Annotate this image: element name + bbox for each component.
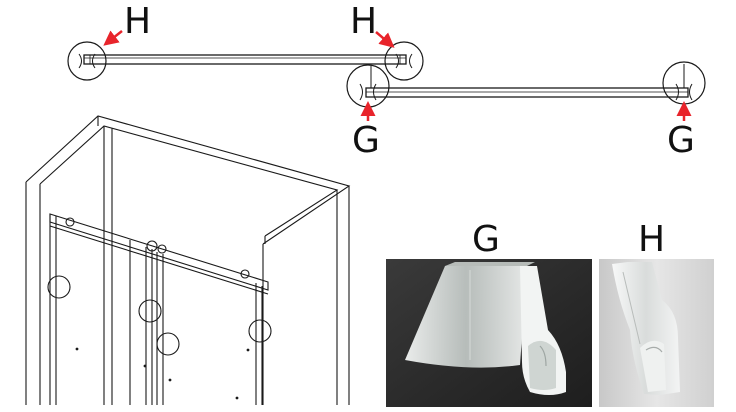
h-right-seal-icon [395, 53, 413, 69]
h-right-label: H [350, 1, 378, 42]
g-right-label: G [667, 120, 695, 161]
g-left-detail-circle [346, 64, 390, 108]
seal-photo-h [599, 259, 714, 407]
h-left-label: H [124, 1, 152, 42]
h-left-detail-circle [67, 41, 107, 81]
seal-photo-g [386, 259, 592, 407]
red-arrow-icon [103, 30, 123, 46]
g-left-label: G [352, 120, 380, 161]
red-arrow-icon [375, 31, 395, 48]
enclosure-fixing-dots [75, 347, 250, 400]
g-left-seal-icon [359, 83, 377, 101]
shower-enclosure-drawing [25, 115, 351, 405]
h-right-detail-circle [384, 41, 424, 81]
h-profile-bar [83, 54, 407, 65]
photo-g-label: G [472, 219, 500, 260]
g-right-seal-icon [675, 83, 693, 101]
h-left-seal-icon [78, 53, 96, 69]
photo-h-label: H [638, 219, 666, 260]
g-profile-bar [365, 64, 689, 98]
